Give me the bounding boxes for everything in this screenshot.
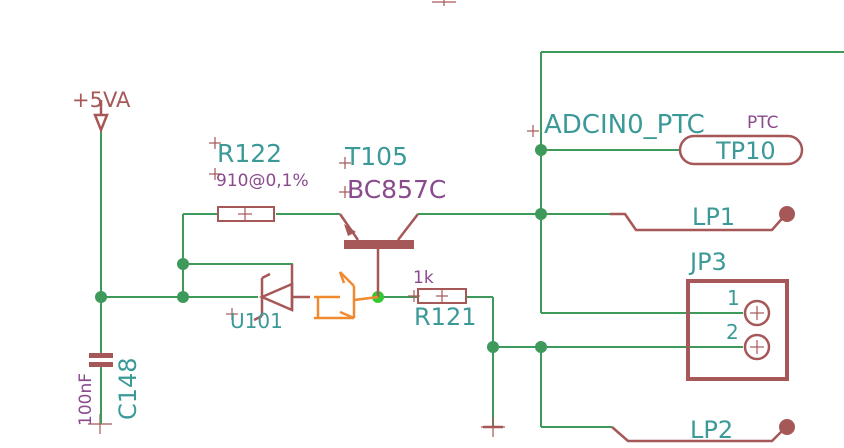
junctions bbox=[95, 144, 547, 353]
transistor-t105[interactable] bbox=[338, 213, 419, 297]
label-supply: +5VA bbox=[72, 88, 131, 112]
label-lp2: LP2 bbox=[690, 416, 733, 444]
label-r122-value: 910@0,1% bbox=[216, 171, 309, 191]
label-r122-name: R122 bbox=[217, 139, 282, 168]
capacitor-c148[interactable] bbox=[89, 353, 113, 424]
diode-u101[interactable] bbox=[253, 264, 310, 322]
labels: +5VA R122 910@0,1% T105 BC857C ADCIN0_PT… bbox=[72, 88, 779, 444]
resistor-r121[interactable] bbox=[417, 288, 467, 304]
label-r121-value: 1k bbox=[413, 268, 434, 288]
junction-jp3-pin2 bbox=[535, 341, 547, 353]
junction-left-upper bbox=[177, 258, 189, 270]
supply-symbol bbox=[93, 100, 109, 134]
junction-r121 bbox=[487, 341, 499, 353]
junction-lp1 bbox=[535, 208, 547, 220]
junction-left-lower bbox=[177, 291, 189, 303]
label-jp3: JP3 bbox=[688, 248, 727, 276]
label-c148-value: 100nF bbox=[76, 373, 96, 426]
junction-rail bbox=[95, 291, 107, 303]
label-jp3-pin2: 2 bbox=[726, 320, 739, 344]
junction-tp10 bbox=[535, 144, 547, 156]
label-lp1: LP1 bbox=[692, 203, 735, 231]
origin-crosses bbox=[88, 0, 539, 437]
label-jp3-pin1: 1 bbox=[727, 286, 740, 310]
pad-lp1[interactable] bbox=[610, 206, 795, 232]
pad-lp2[interactable] bbox=[611, 419, 795, 443]
label-t105-value: BC857C bbox=[347, 175, 446, 204]
wires bbox=[100, 51, 844, 428]
highlighted-component[interactable] bbox=[314, 271, 379, 320]
label-tp10: TP10 bbox=[715, 137, 776, 165]
label-t105-name: T105 bbox=[344, 142, 408, 171]
label-adc-net: ADCIN0_PTC bbox=[544, 110, 705, 140]
label-ptc-small: PTC bbox=[747, 113, 779, 133]
label-u101: U101 bbox=[230, 309, 283, 333]
testpoint-tp10[interactable] bbox=[678, 134, 804, 166]
label-r121-name: R121 bbox=[414, 303, 476, 331]
connector-jp3[interactable] bbox=[686, 279, 789, 381]
resistor-r122[interactable] bbox=[217, 206, 275, 222]
label-c148-name: C148 bbox=[114, 357, 142, 420]
